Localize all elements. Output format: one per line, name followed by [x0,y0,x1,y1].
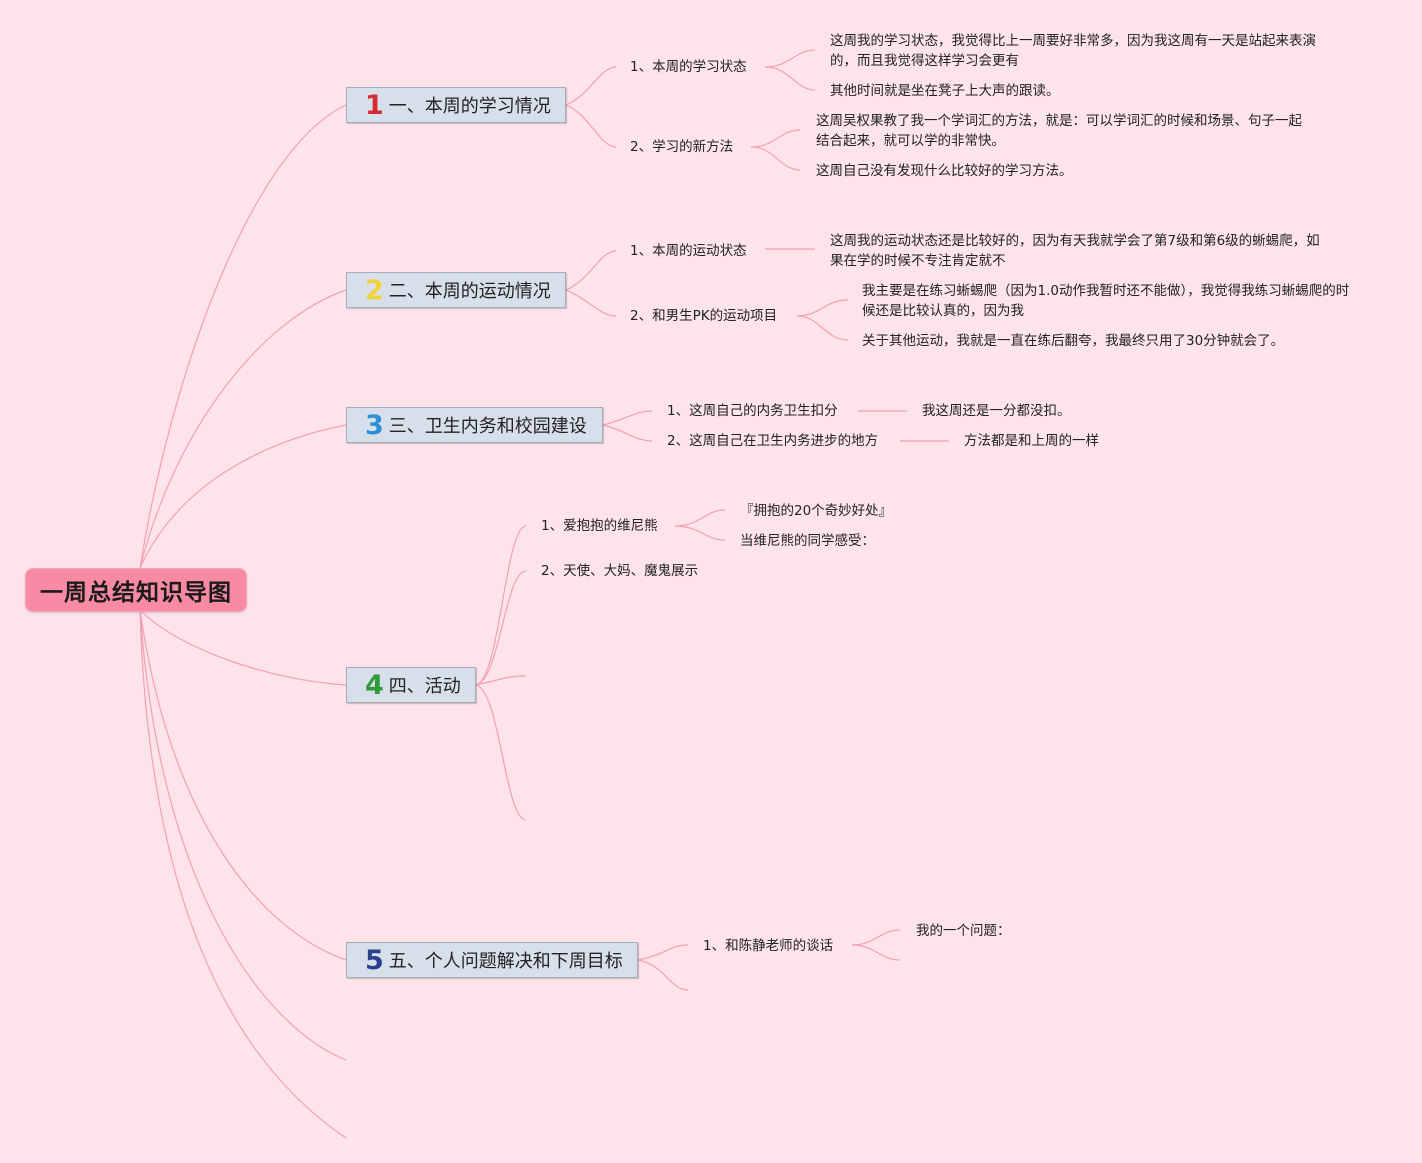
branch-1[interactable]: 1 一、本周的学习情况 [346,87,566,123]
branch-label-1: 一、本周的学习情况 [388,96,551,117]
topic-5-1[interactable]: 1、和陈静老师的谈话 [703,938,834,954]
branch-number-1: 1 [365,89,384,121]
topic-4-2[interactable]: 2、天使、大妈、魔鬼展示 [541,563,699,579]
root-node[interactable]: 一周总结知识导图 [25,568,247,612]
topic-1-2[interactable]: 2、学习的新方法 [630,139,734,155]
branch-4[interactable]: 4 四、活动 [346,667,476,703]
detail-3-1-1: 我这周还是一分都没扣。 [922,403,1071,419]
detail-2-1-1: 这周我的运动状态还是比较好的，因为有天我就学会了第7级和第6级的蜥蜴爬，如果在学… [830,233,1320,269]
detail-2-2-2: 关于其他运动，我就是一直在练后翻夸，我最终只用了30分钟就会了。 [862,333,1285,349]
branch-5[interactable]: 5 五、个人问题解决和下周目标 [346,942,638,978]
branch-label-5: 五、个人问题解决和下周目标 [388,951,623,972]
topic-2-1[interactable]: 1、本周的运动状态 [630,243,747,259]
topic-3-1[interactable]: 1、这周自己的内务卫生扣分 [667,403,838,419]
branch-label-3: 三、卫生内务和校园建设 [388,416,587,437]
detail-2-2-1: 我主要是在练习蜥蜴爬（因为1.0动作我暂时还不能做），我觉得我练习蜥蜴爬的时候还… [862,283,1350,319]
topic-3-2[interactable]: 2、这周自己在卫生内务进步的地方 [667,433,879,449]
detail-5-1-1: 我的一个问题： [916,923,1011,939]
detail-1-1-2: 其他时间就是坐在凳子上大声的跟读。 [830,83,1060,99]
detail-1-2-2: 这周自己没有发现什么比较好的学习方法。 [816,163,1073,179]
detail-1-2-1: 这周吴权果教了我一个学词汇的方法，就是：可以学词汇的时候和场景、句子一起结合起来… [816,113,1302,149]
branch-label-4: 四、活动 [388,676,461,697]
branch-number-3: 3 [365,409,384,441]
topic-2-2[interactable]: 2、和男生PK的运动项目 [630,308,778,324]
detail-4-1-2: 当维尼熊的同学感受： [740,533,875,549]
branch-2[interactable]: 2 二、本周的运动情况 [346,272,566,308]
detail-4-1-1: 『拥抱的20个奇妙好处』 [740,503,893,519]
branch-number-2: 2 [365,274,384,306]
detail-1-1-1: 这周我的学习状态，我觉得比上一周要好非常多，因为我这周有一天是站起来表演的，而且… [830,33,1316,69]
detail-3-2-1: 方法都是和上周的一样 [964,433,1099,449]
topic-1-1[interactable]: 1、本周的学习状态 [630,59,747,75]
root-title: 一周总结知识导图 [40,580,232,606]
topic-4-1[interactable]: 1、爱抱抱的维尼熊 [541,518,658,534]
branch-label-2: 二、本周的运动情况 [388,281,551,302]
branch-number-4: 4 [365,669,384,701]
branch-number-5: 5 [365,944,384,976]
branch-3[interactable]: 3 三、卫生内务和校园建设 [346,407,603,443]
